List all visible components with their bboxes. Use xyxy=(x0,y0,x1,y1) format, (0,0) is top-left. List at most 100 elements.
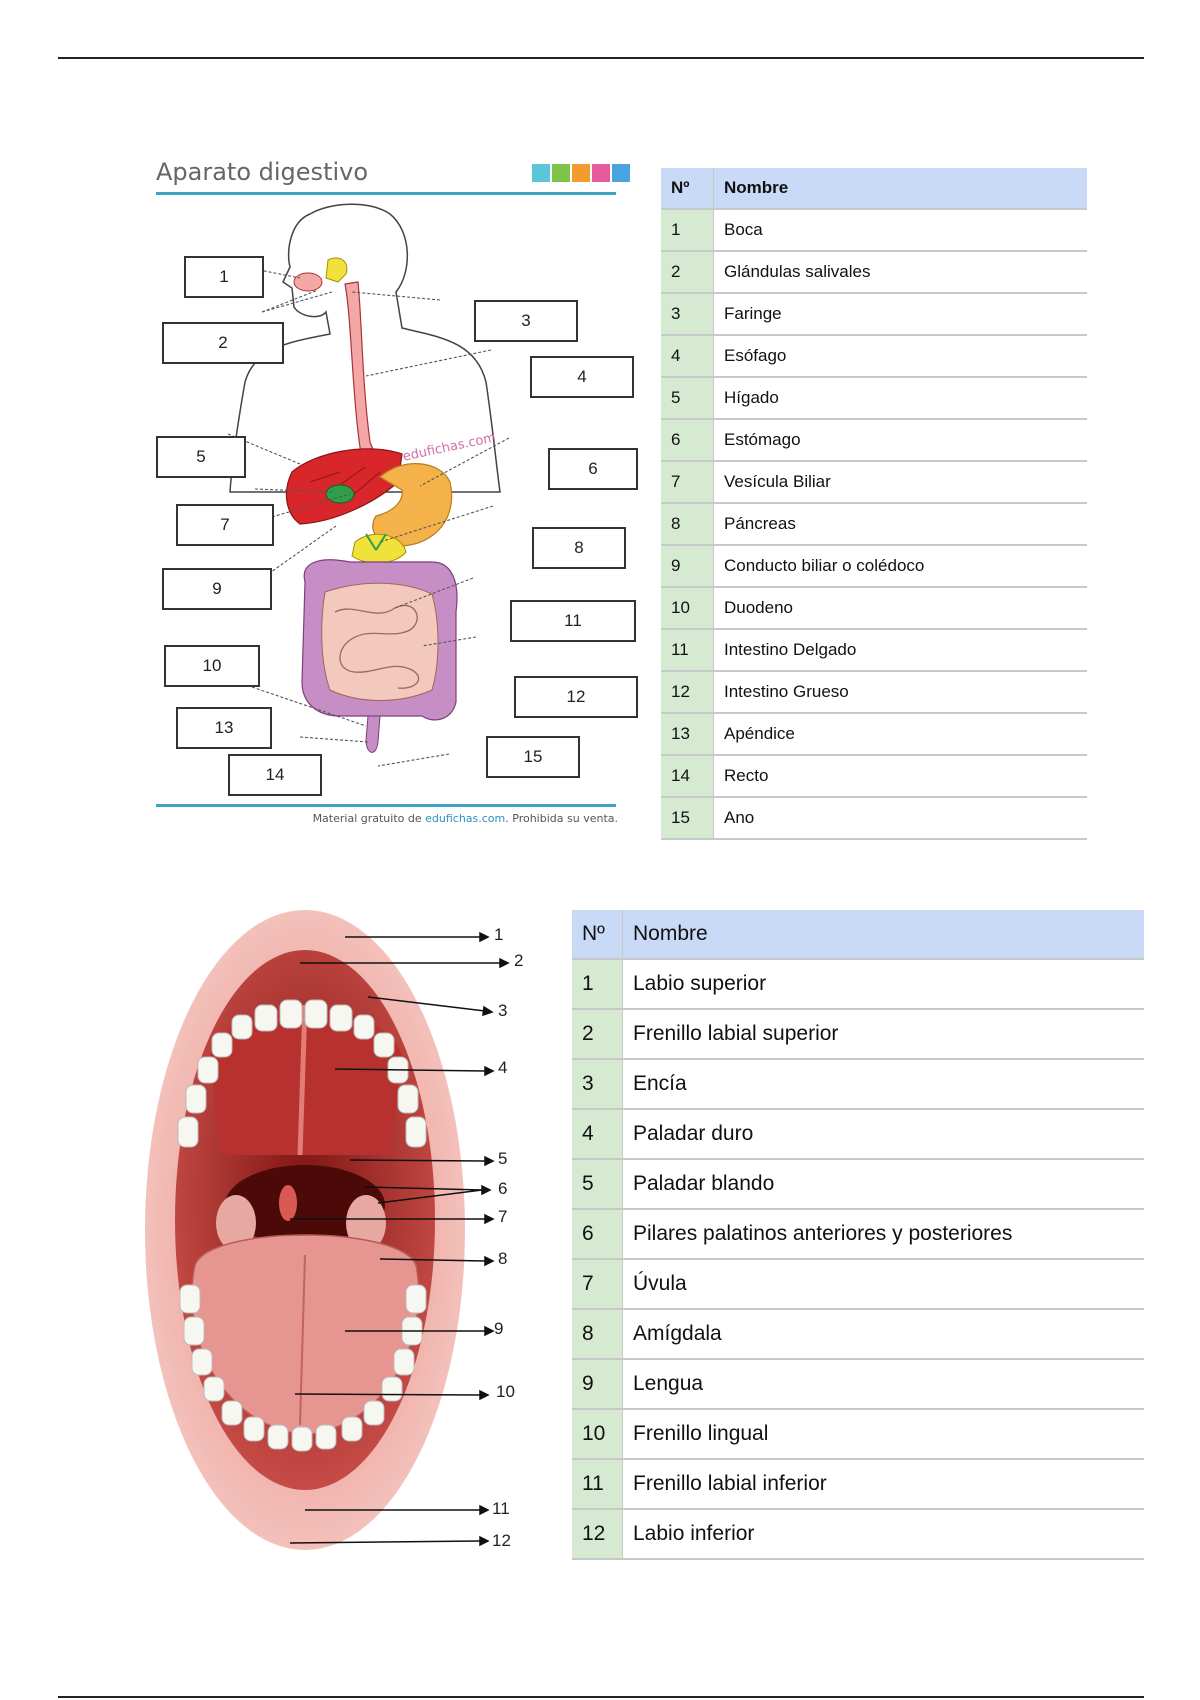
row-number: 3 xyxy=(572,1059,623,1110)
label-box-14: 14 xyxy=(228,754,322,796)
row-number: 8 xyxy=(661,503,714,546)
label-box-9: 9 xyxy=(162,568,272,610)
row-name: Hígado xyxy=(713,377,1087,420)
row-name: Vesícula Biliar xyxy=(713,461,1087,504)
label-box-11: 11 xyxy=(510,600,636,642)
row-name: Faringe xyxy=(713,293,1087,336)
row-number: 7 xyxy=(661,461,714,504)
row-number: 4 xyxy=(572,1109,623,1160)
mouth-diagram: 1 2 3 4 5 6 7 8 9 10 11 12 xyxy=(140,905,560,1555)
label-box-13: 13 xyxy=(176,707,272,749)
label-box-2: 2 xyxy=(162,322,284,364)
row-name: Úvula xyxy=(622,1259,1144,1310)
row-name: Estómago xyxy=(713,419,1087,462)
row-number: 10 xyxy=(572,1409,623,1460)
header-number: Nº xyxy=(572,910,623,960)
row-number: 14 xyxy=(661,755,714,798)
header-name: Nombre xyxy=(713,168,1087,210)
row-number: 4 xyxy=(661,335,714,378)
mouth-label-8: 8 xyxy=(498,1249,508,1268)
top-rule xyxy=(58,57,1144,59)
row-name: Frenillo lingual xyxy=(622,1409,1144,1460)
mouth-label-3: 3 xyxy=(498,1001,508,1020)
row-name: Duodeno xyxy=(713,587,1087,630)
row-name: Labio inferior xyxy=(622,1509,1144,1560)
row-number: 5 xyxy=(661,377,714,420)
row-name: Glándulas salivales xyxy=(713,251,1087,294)
digestive-worksheet: Aparato digestivo edufichas.com 1 2 3 4 … xyxy=(140,142,640,847)
header-name: Nombre xyxy=(622,910,1144,960)
bottom-rule xyxy=(58,1696,1144,1698)
table-header-row: Nº Nombre xyxy=(572,910,1144,960)
row-name: Encía xyxy=(622,1059,1144,1110)
label-box-6: 6 xyxy=(548,448,638,490)
mouth-illustration xyxy=(145,910,510,1550)
mouth-label-11: 11 xyxy=(492,1499,510,1518)
row-name: Frenillo labial inferior xyxy=(622,1459,1144,1510)
footer-prefix: Material gratuito de xyxy=(312,812,426,825)
row-name: Frenillo labial superior xyxy=(622,1009,1144,1060)
mouth-label-5: 5 xyxy=(498,1149,508,1168)
row-number: 13 xyxy=(661,713,714,756)
row-number: 11 xyxy=(661,629,714,672)
mouth-label-9: 9 xyxy=(494,1319,504,1338)
mouth-label-2: 2 xyxy=(514,951,524,970)
edufichas-logo xyxy=(532,158,632,184)
header-number: Nº xyxy=(661,168,714,210)
row-name: Apéndice xyxy=(713,713,1087,756)
mouth-label-6: 6 xyxy=(498,1179,508,1198)
label-box-12: 12 xyxy=(514,676,638,718)
row-name: Conducto biliar o colédoco xyxy=(713,545,1087,588)
row-name: Esófago xyxy=(713,335,1087,378)
row-number: 11 xyxy=(572,1459,623,1510)
row-number: 5 xyxy=(572,1159,623,1210)
row-name: Ano xyxy=(713,797,1087,840)
row-name: Recto xyxy=(713,755,1087,798)
row-number: 2 xyxy=(572,1009,623,1060)
label-box-7: 7 xyxy=(176,504,274,546)
row-name: Labio superior xyxy=(622,959,1144,1010)
row-number: 15 xyxy=(661,797,714,840)
worksheet-footer: Material gratuito de edufichas.com. Proh… xyxy=(313,812,618,825)
row-name: Paladar blando xyxy=(622,1159,1144,1210)
row-number: 9 xyxy=(661,545,714,588)
row-name: Paladar duro xyxy=(622,1109,1144,1160)
label-box-10: 10 xyxy=(164,645,260,687)
row-name: Pilares palatinos anteriores y posterior… xyxy=(622,1209,1144,1260)
footer-divider xyxy=(156,804,616,807)
label-box-3: 3 xyxy=(474,300,578,342)
row-number: 6 xyxy=(572,1209,623,1260)
table-header-row: Nº Nombre xyxy=(661,168,1087,210)
row-number: 1 xyxy=(661,209,714,252)
mouth-label-12: 12 xyxy=(492,1531,511,1550)
row-name: Boca xyxy=(713,209,1087,252)
footer-suffix: . Prohibida su venta. xyxy=(505,812,618,825)
footer-link[interactable]: edufichas.com xyxy=(425,812,506,825)
